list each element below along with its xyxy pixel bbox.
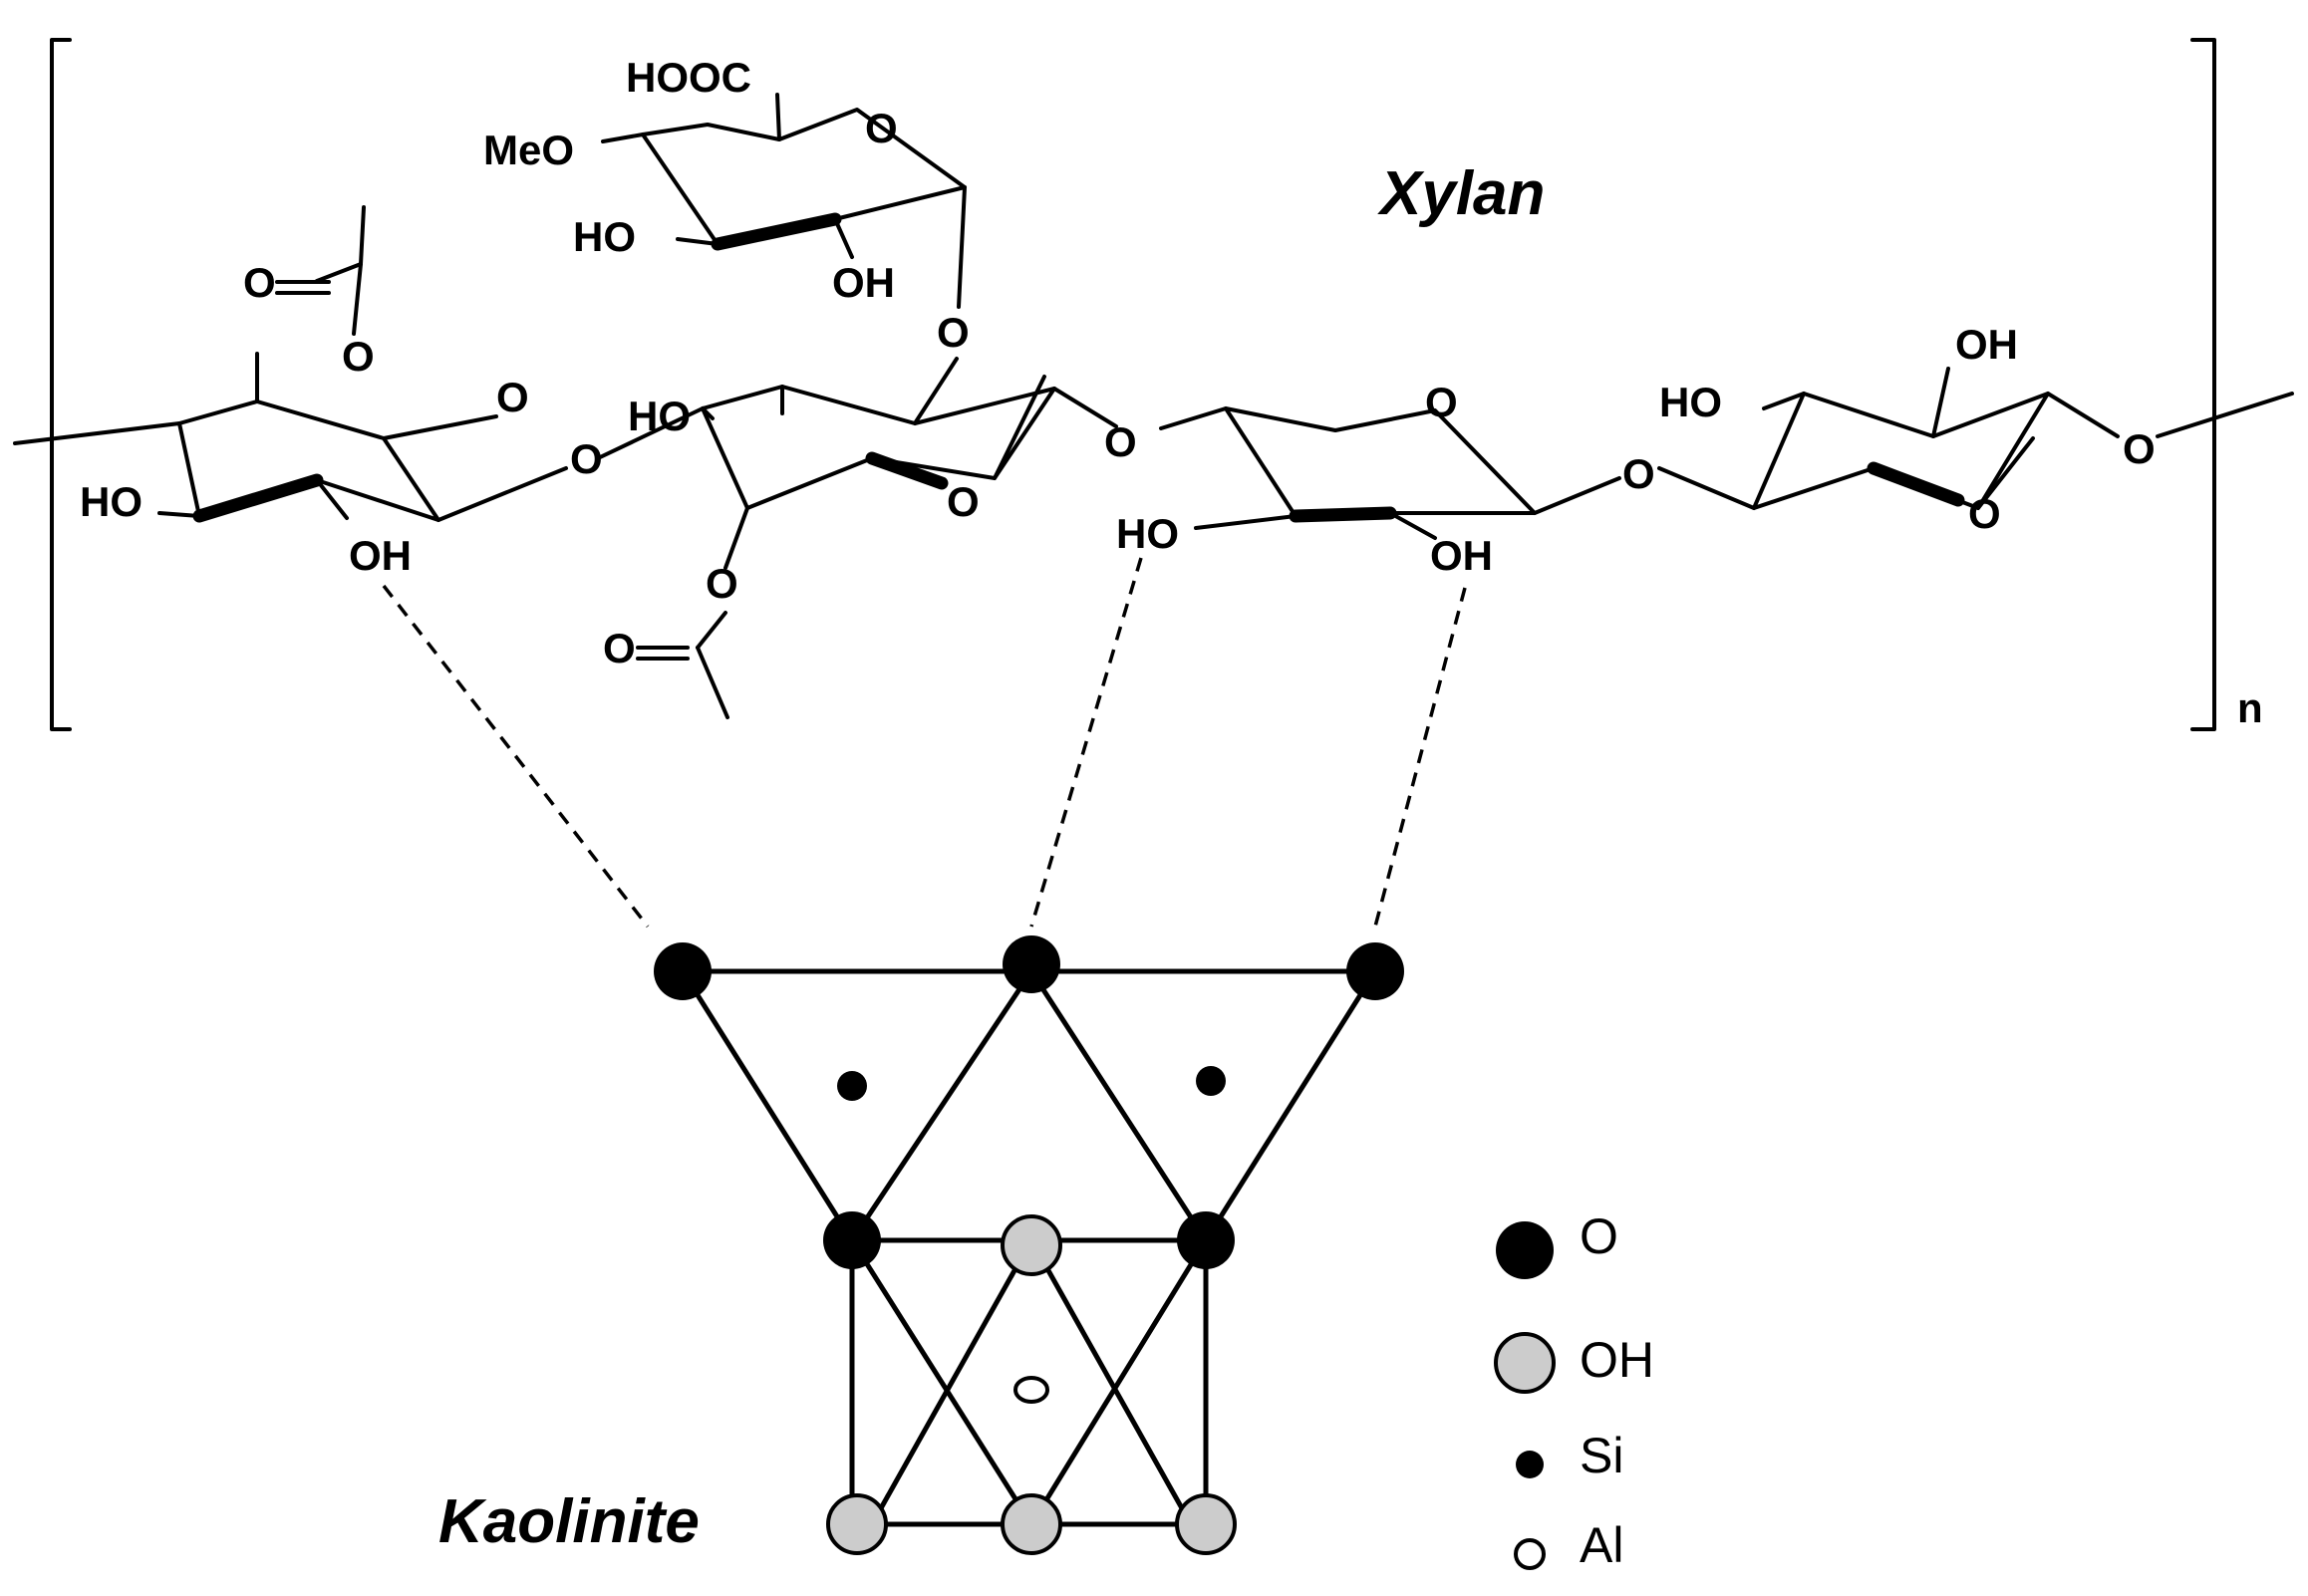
- ring-oxygen-label: O: [1425, 379, 1458, 425]
- oh-label: OH: [1955, 321, 2018, 368]
- hydrogen-bond-3: [1373, 587, 1467, 928]
- ester-oxygen-label: O: [342, 333, 375, 380]
- oh-label: OH: [832, 259, 895, 306]
- hydroxyl-group: [1175, 1493, 1237, 1555]
- legend-aluminum-label: Al: [1580, 1517, 1623, 1573]
- hydroxyl-group: [1001, 1214, 1062, 1276]
- oh-label: OH: [1430, 532, 1493, 579]
- xylose-ring-3: [1159, 406, 1621, 540]
- xylan-title: Xylan: [1377, 159, 1545, 228]
- ho-label: HO: [1116, 510, 1179, 557]
- xylose-ring-1: [157, 205, 568, 523]
- silicon-atom: [1196, 1066, 1226, 1096]
- meo-label: MeO: [483, 127, 574, 173]
- kaolinite-title: Kaolinite: [438, 1487, 700, 1556]
- repeat-brackets: [50, 38, 2216, 731]
- legend-oxygen-symbol: [1496, 1221, 1554, 1279]
- ester-oxygen-label: O: [706, 560, 738, 607]
- glucuronic-acid-ring: [601, 93, 967, 309]
- legend-silicon-label: Si: [1580, 1428, 1623, 1483]
- hydrogen-bond-1: [382, 584, 650, 929]
- glycosidic-oxygen-label: O: [570, 435, 603, 482]
- legend: O OH Si Al: [1494, 1208, 1654, 1573]
- hydrogen-bonds: [382, 557, 1467, 929]
- xylose-ring-4: [1657, 367, 2120, 510]
- acetyl-bonds: [275, 280, 690, 661]
- chain-end-left: [13, 421, 181, 445]
- ring-oxygen-label: O: [865, 105, 898, 151]
- oxygen-atom: [1003, 935, 1060, 993]
- oxygen-atom: [1346, 942, 1404, 1000]
- hydroxyl-group: [826, 1493, 888, 1555]
- oxygen-atom: [823, 1211, 881, 1269]
- oh-label: OH: [349, 532, 412, 579]
- oxygen-atom: [654, 942, 712, 1000]
- ho-label: HO: [573, 213, 636, 260]
- hydroxyl-group: [1001, 1493, 1062, 1555]
- aluminum-atom: [1013, 1376, 1049, 1404]
- left-bracket: [50, 38, 72, 731]
- glycosidic-oxygen-label: O: [1622, 450, 1655, 497]
- xylan-structure: HOOC MeO O HO OH O O O O O HO O O O O HO…: [13, 54, 2294, 719]
- legend-silicon-symbol: [1516, 1451, 1544, 1478]
- hydrogen-bond-2: [1029, 557, 1143, 928]
- legend-oxygen-label: O: [1580, 1208, 1618, 1264]
- xylose-ring-2: [596, 357, 1118, 719]
- glycosidic-oxygen-label: O: [937, 309, 970, 356]
- ho-label: HO: [80, 478, 143, 525]
- repeat-subscript: n: [2237, 684, 2263, 731]
- oxygen-atom: [1177, 1211, 1235, 1269]
- ring-oxygen-label: O: [947, 478, 980, 525]
- legend-hydroxyl-label: OH: [1580, 1332, 1654, 1388]
- legend-hydroxyl-symbol: [1494, 1332, 1556, 1394]
- ring-oxygen-label: O: [496, 374, 529, 420]
- ho-label: HO: [1659, 379, 1722, 425]
- carbonyl-oxygen-label: O: [243, 259, 276, 306]
- chain-end-right: [2156, 392, 2294, 438]
- carbonyl-oxygen-label: O: [603, 625, 636, 671]
- right-bracket: [2190, 38, 2216, 731]
- glycosidic-oxygen-label: O: [2123, 425, 2156, 472]
- silicon-atom: [837, 1071, 867, 1101]
- kaolinite-lattice: [654, 935, 1404, 1555]
- glycosidic-oxygen-label: O: [1104, 418, 1137, 465]
- ho-label: HO: [628, 393, 691, 439]
- ring-oxygen-label: O: [1968, 490, 2001, 537]
- hooc-label: HOOC: [626, 54, 751, 101]
- legend-aluminum-symbol: [1514, 1538, 1546, 1570]
